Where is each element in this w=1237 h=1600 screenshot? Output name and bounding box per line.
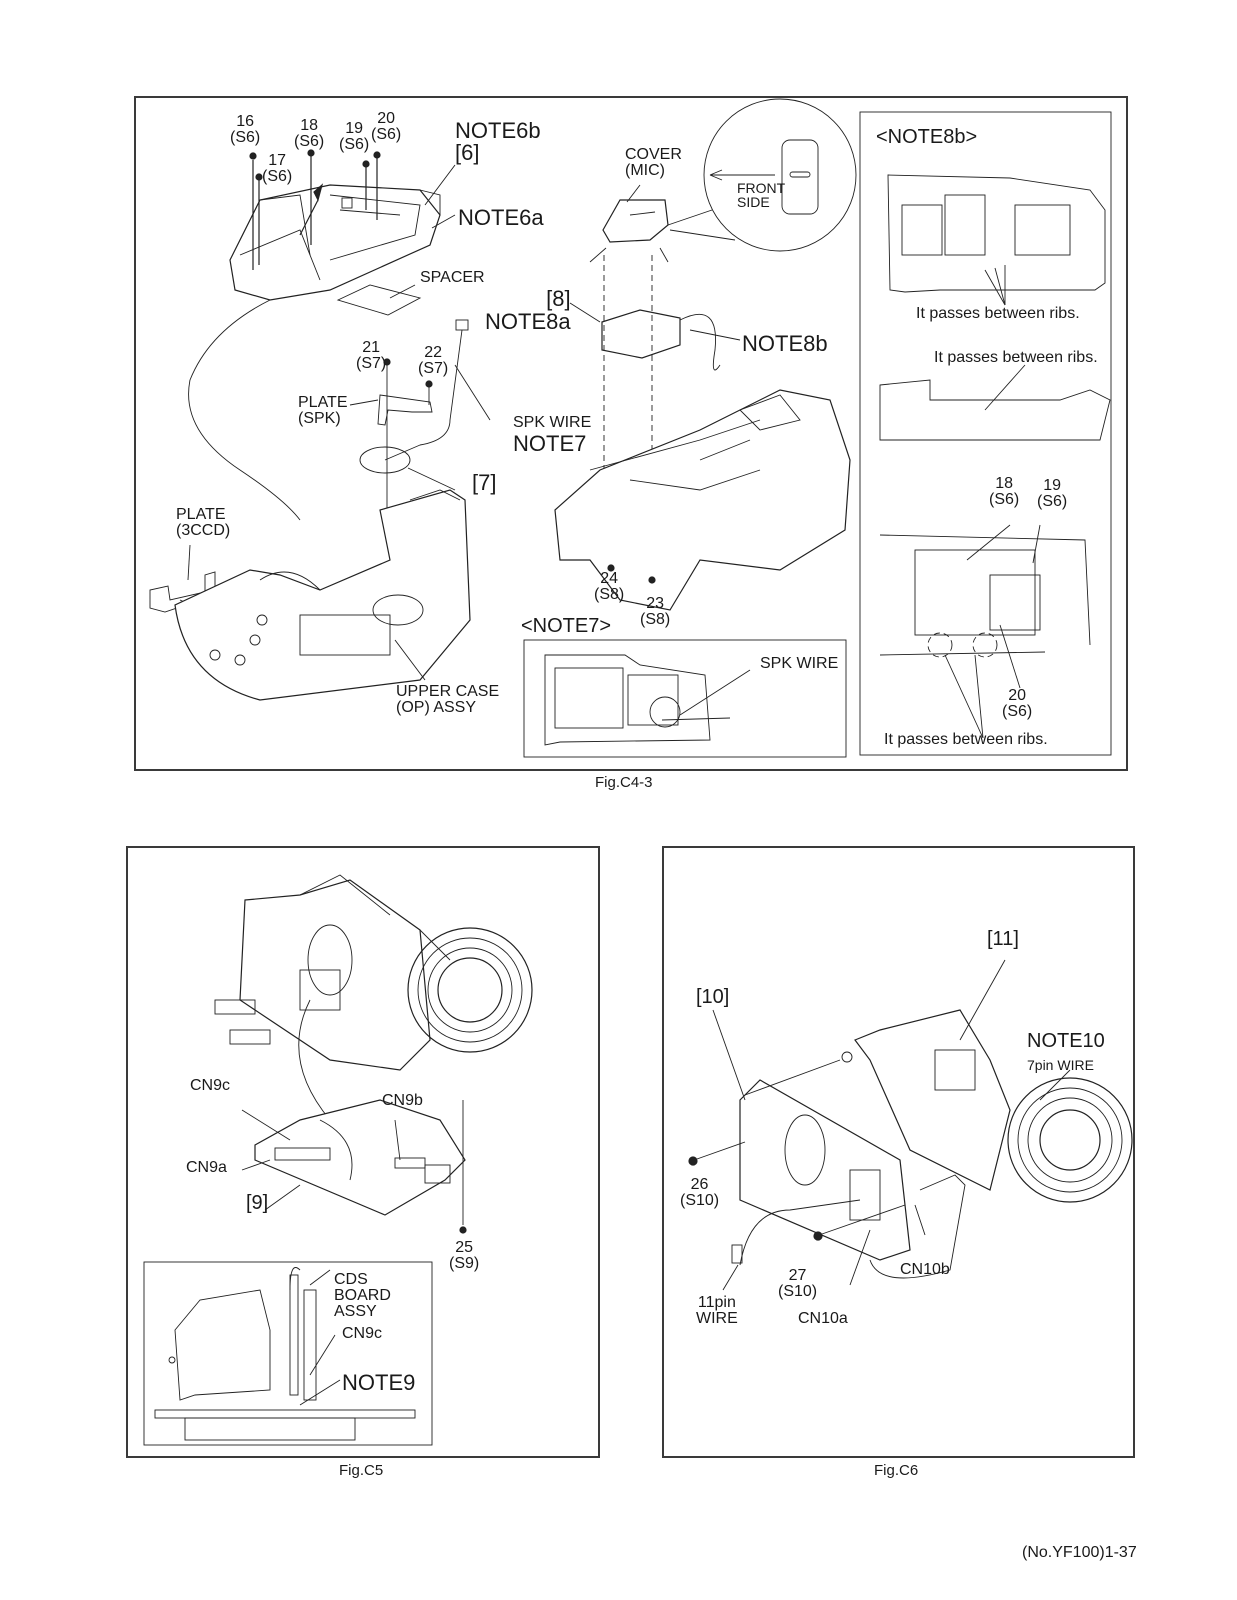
screw-26-label: 26(S10) (680, 1176, 720, 1209)
upper-case-drawing (174, 489, 471, 701)
cn10b-label: CN10b (900, 1261, 950, 1278)
screw-16-label: 16(S6) (230, 113, 261, 146)
note9-label: NOTE9 (342, 1370, 416, 1395)
lens-unit-drawing-c5 (214, 874, 533, 1146)
note8a-label: [8]NOTE8a (485, 286, 571, 335)
screw-25-label: 25(S9) (449, 1239, 480, 1272)
screw-22-label: 22(S7) (418, 344, 449, 377)
screws-top (249, 149, 381, 270)
plate-3ccd-label: PLATE(3CCD) (176, 506, 231, 539)
note7-box-title: <NOTE7> (521, 615, 612, 637)
page-number: (No.YF100)1-37 (1022, 1544, 1137, 1561)
fig-c6-frame (662, 846, 1135, 1458)
cn9a-label: CN9a (186, 1159, 227, 1176)
screw-20-label: 20(S6) (371, 110, 402, 143)
note7-label: NOTE7 (513, 431, 587, 456)
note8b-screw-18-label: 18(S6) (989, 475, 1020, 508)
note8b-screw-19-label: 19(S6) (1037, 477, 1068, 510)
rib-note-2: It passes between ribs. (934, 349, 1098, 366)
note7-spk-wire-label: SPK WIRE (760, 655, 839, 672)
upper-case-label: UPPER CASE(OP) ASSY (396, 683, 500, 716)
cn9b-label: CN9b (382, 1092, 423, 1109)
screw-27-label: 27(S10) (778, 1267, 818, 1300)
board-9-drawing (254, 1099, 466, 1216)
screw-23-label: 23(S8) (640, 595, 671, 628)
fig-c4-3-illustration (149, 98, 1112, 758)
fig-c4-3-caption: Fig.C4-3 (595, 774, 653, 791)
step-10-label: [10] (696, 986, 730, 1008)
screw-24-label: 24(S8) (594, 570, 625, 603)
fig-c5-caption: Fig.C5 (339, 1462, 384, 1479)
plate-spk-label: PLATE(SPK) (298, 394, 348, 427)
screw-21-label: 21(S7) (356, 339, 387, 372)
screw-17-label: 17(S6) (262, 152, 293, 185)
step-9-label: [9] (246, 1192, 269, 1214)
note9-cn9c-label: CN9c (342, 1325, 383, 1342)
note6b-label: NOTE6b[6] (455, 118, 541, 165)
lens-unit-drawing-c6 (739, 1009, 1133, 1261)
note8b-label: NOTE8b (742, 331, 828, 356)
mechanism-6-drawing (229, 184, 441, 301)
cn9c-label: CN9c (190, 1077, 231, 1094)
step-7-label: [7] (472, 470, 497, 495)
lower-housing-drawing (554, 389, 851, 611)
fig-c5-frame (126, 846, 600, 1458)
note10-label: NOTE10 (1027, 1030, 1105, 1052)
note8b-box-title: <NOTE8b> (876, 126, 978, 148)
rib-note-3: It passes between ribs. (884, 731, 1048, 748)
note8b-screw-20-label: 20(S6) (1002, 687, 1033, 720)
step-11-label: [11] (987, 928, 1019, 950)
cn10a-label: CN10a (798, 1310, 848, 1327)
fig-c4-3-frame (134, 96, 1128, 771)
spacer-label: SPACER (420, 269, 485, 286)
7pin-wire-label: 7pin WIRE (1027, 1057, 1094, 1073)
screw-19-label: 19(S6) (339, 120, 370, 153)
note6a-label: NOTE6a (458, 205, 544, 230)
rib-note-1: It passes between ribs. (916, 305, 1080, 322)
fig-c6-caption: Fig.C6 (874, 1462, 919, 1479)
screw-18-label: 18(S6) (294, 117, 325, 150)
spk-wire-label: SPK WIRE (513, 414, 592, 431)
cover-mic-label: COVER(MIC) (625, 146, 682, 179)
